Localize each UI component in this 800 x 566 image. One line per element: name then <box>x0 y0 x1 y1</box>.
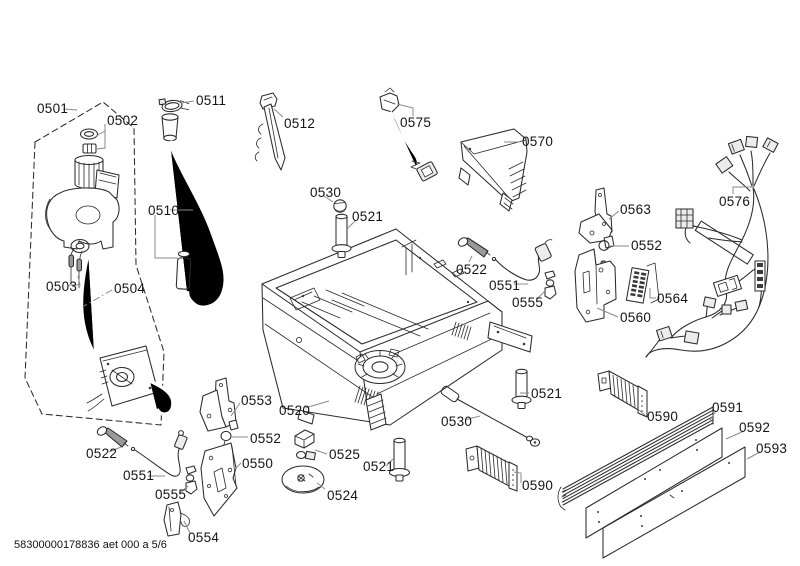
screw-0521-right <box>511 368 532 410</box>
toe-panel-0593 <box>602 446 746 559</box>
leader-0511 <box>180 100 195 104</box>
leader-0576 <box>732 186 752 194</box>
hose-clamp-0511 <box>158 98 190 113</box>
toe-panel-0592 <box>585 427 723 539</box>
leader-0502-1 <box>95 130 106 137</box>
leader-0522a <box>468 255 473 263</box>
leader-0520 <box>304 400 330 409</box>
flow-sensor-assembly <box>86 345 175 416</box>
drain-hose-0510 <box>161 113 229 311</box>
leader-0502 <box>96 124 106 150</box>
sensor-cable-0551-lower <box>130 430 188 477</box>
leader-0524 <box>316 482 326 490</box>
pin-0522-lower <box>96 426 129 448</box>
hinge-bracket-0550 <box>200 442 238 517</box>
seal-and-nut-0502 <box>79 128 99 154</box>
clip-0555-lower <box>185 465 198 495</box>
leader-0555a <box>535 289 547 301</box>
leader-0525 <box>314 449 328 455</box>
leader-0512 <box>273 108 284 118</box>
hinge-bracket-0553 <box>199 377 239 432</box>
leader-0560 <box>596 307 619 318</box>
leader-0530a <box>323 195 334 203</box>
vent-grille-0590-right <box>597 370 648 418</box>
leader-0554 <box>183 520 191 534</box>
sensor-cable-0551-upper <box>491 239 553 281</box>
leader-0522b <box>108 446 122 453</box>
screw-0521-top <box>331 213 352 259</box>
connector-block-0564 <box>625 262 660 304</box>
bracket-0554 <box>163 501 190 537</box>
toe-panel-0591 <box>557 406 714 511</box>
cable-0575 <box>379 87 438 182</box>
base-tray-0520 <box>261 228 533 431</box>
leader-0521c <box>385 458 394 467</box>
doc-number: 58300000178836 aet 000 a 5/6 <box>14 539 167 551</box>
leader-0530b <box>464 415 481 421</box>
bracket-0563 <box>578 187 615 249</box>
leader-0592 <box>725 430 745 440</box>
leader-0504 <box>83 289 113 307</box>
leader-0550 <box>233 462 242 471</box>
damper-disc-0524 <box>281 465 325 494</box>
leader-0501 <box>62 108 78 111</box>
leader-0575 <box>396 103 414 116</box>
cap-set-0525 <box>294 429 316 461</box>
mounting-bracket-0560 <box>574 248 617 323</box>
vent-grille-0590-left <box>465 445 518 492</box>
leader-0553 <box>230 402 241 417</box>
leader-0510-1 <box>154 215 178 259</box>
control-module-0570 <box>458 128 528 212</box>
leader-0503 <box>69 275 81 286</box>
leader-0590b <box>637 408 647 417</box>
fastener-0530-upper <box>333 199 347 213</box>
leader-0564 <box>649 288 656 299</box>
leader-0593 <box>746 451 761 460</box>
pin-0522-upper <box>457 237 491 258</box>
rod-0530-lower <box>440 385 541 447</box>
fixing-strip-0512 <box>254 92 286 171</box>
leader-0555b <box>179 485 189 494</box>
clip-0555-upper <box>544 270 557 300</box>
dashed-boundary-0501 <box>24 101 165 426</box>
leader-0590a <box>513 471 522 483</box>
inlet-valve-0501 <box>45 154 120 355</box>
leader-0563 <box>608 210 620 220</box>
leader-0521a <box>347 219 357 229</box>
wiring-harness-0576 <box>645 135 779 358</box>
screw-0521-middle <box>388 437 411 482</box>
leader-0591 <box>709 410 717 421</box>
